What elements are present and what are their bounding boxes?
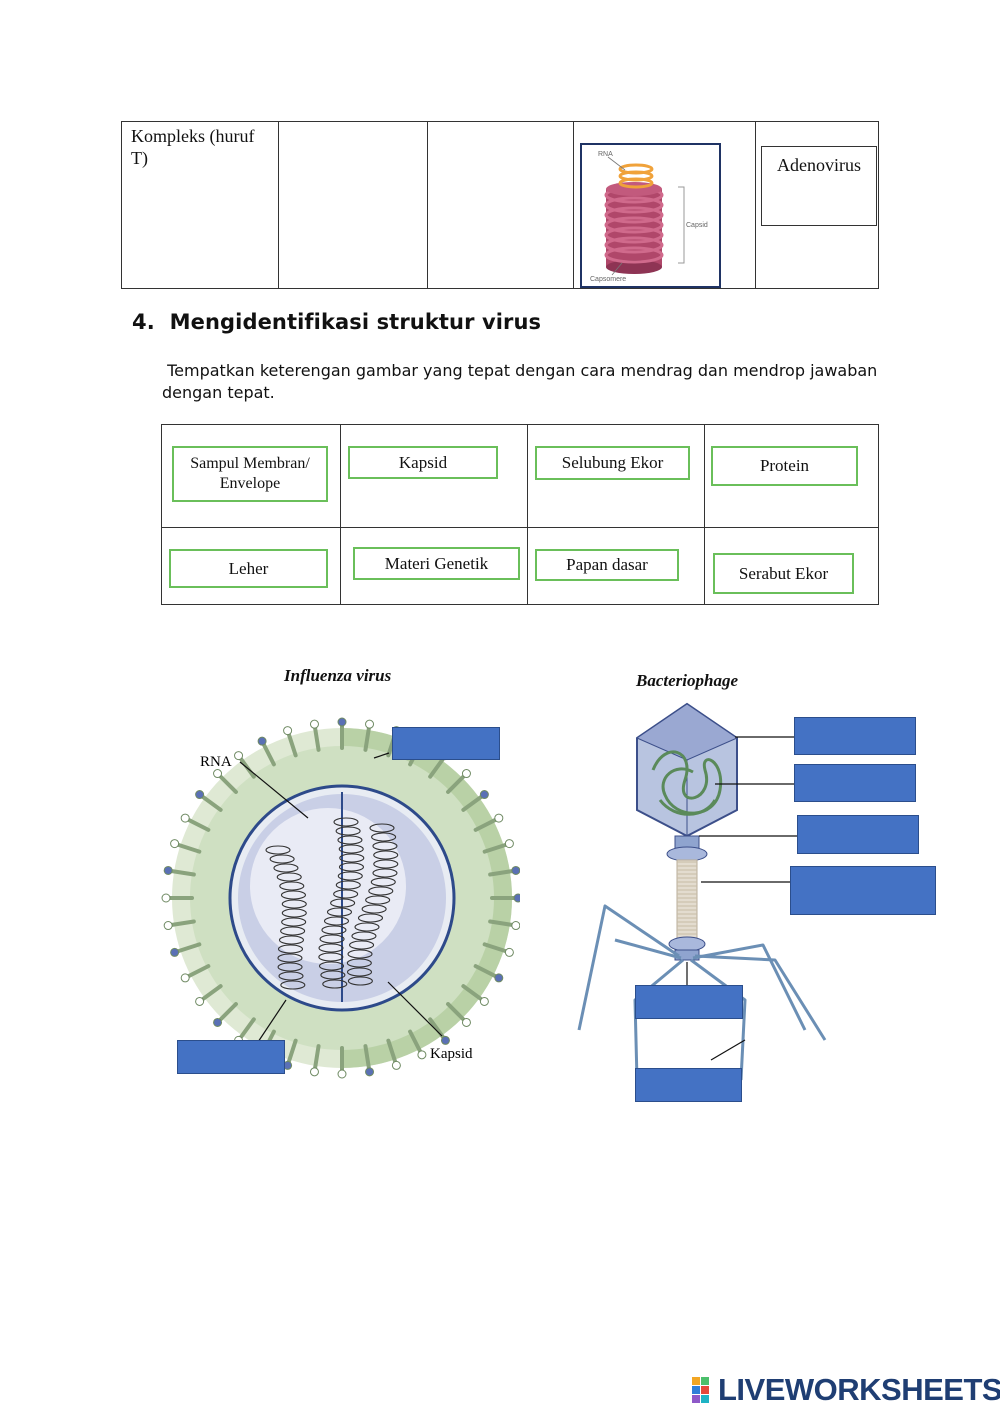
influenza-title: Influenza virus bbox=[284, 666, 392, 685]
drop-zone-influenza-2[interactable] bbox=[177, 1040, 285, 1074]
brand-blocks-icon bbox=[692, 1377, 709, 1403]
answer-bank-grid bbox=[161, 424, 879, 605]
drop-zone-phage-genetic[interactable] bbox=[794, 764, 916, 802]
section-heading: 4. Mengidentifikasi struktur virus bbox=[132, 310, 541, 334]
thumb-capsomere-label: Capsomere bbox=[590, 276, 626, 283]
section-title: Mengidentifikasi struktur virus bbox=[169, 310, 542, 334]
chip-papan-dasar[interactable]: Papan dasar bbox=[535, 549, 679, 581]
chip-materi-genetik[interactable]: Materi Genetik bbox=[353, 547, 520, 580]
drop-zone-phage-head[interactable] bbox=[794, 717, 916, 755]
kapsid-label: Kapsid bbox=[430, 1046, 473, 1062]
drop-zone-influenza-1[interactable] bbox=[392, 727, 500, 760]
instruction-text: Tempatkan keterengan gambar yang tepat d… bbox=[162, 361, 878, 402]
answer-box-adenovirus[interactable]: Adenovirus bbox=[761, 146, 877, 226]
virus-shape-table: Kompleks (huruf T) bbox=[121, 121, 879, 289]
section-number: 4. bbox=[132, 310, 155, 334]
brand-name: LIVEWORKSHEETS bbox=[718, 1372, 1000, 1407]
drop-zone-phage-fibers[interactable] bbox=[635, 1068, 742, 1102]
rna-label: RNA bbox=[200, 754, 232, 770]
chip-leher[interactable]: Leher bbox=[169, 549, 328, 588]
drop-zone-phage-baseplate[interactable] bbox=[635, 985, 743, 1019]
bacteriophage-title: Bacteriophage bbox=[636, 671, 738, 690]
chip-sampul-membran[interactable]: Sampul Membran/ Envelope bbox=[172, 446, 328, 502]
drop-zone-phage-sheath[interactable] bbox=[790, 866, 936, 915]
chip-serabut-ekor[interactable]: Serabut Ekor bbox=[713, 553, 854, 594]
table-cell-empty-1 bbox=[278, 122, 428, 288]
thumb-rna-label: RNA bbox=[598, 151, 613, 158]
helical-virus-thumbnail: RNA Capsid Capsomere bbox=[580, 143, 721, 288]
thumb-capsid-label: Capsid bbox=[686, 222, 708, 229]
chip-selubung-ekor[interactable]: Selubung Ekor bbox=[535, 446, 690, 480]
drop-zone-phage-neck[interactable] bbox=[797, 815, 919, 854]
table-cell-shape-type: Kompleks (huruf T) bbox=[122, 122, 279, 288]
shape-type-label: Kompleks (huruf T) bbox=[131, 126, 255, 168]
chip-protein[interactable]: Protein bbox=[711, 446, 858, 486]
table-cell-empty-2 bbox=[427, 122, 574, 288]
liveworksheets-logo: LIVEWORKSHEETS bbox=[692, 1372, 1000, 1408]
table-cell-image: RNA Capsid Capsomere bbox=[573, 122, 756, 288]
bacteriophage-diagram bbox=[577, 702, 827, 1081]
chip-kapsid[interactable]: Kapsid bbox=[348, 446, 498, 479]
influenza-virus-diagram: RNA Kapsid bbox=[161, 717, 520, 1079]
